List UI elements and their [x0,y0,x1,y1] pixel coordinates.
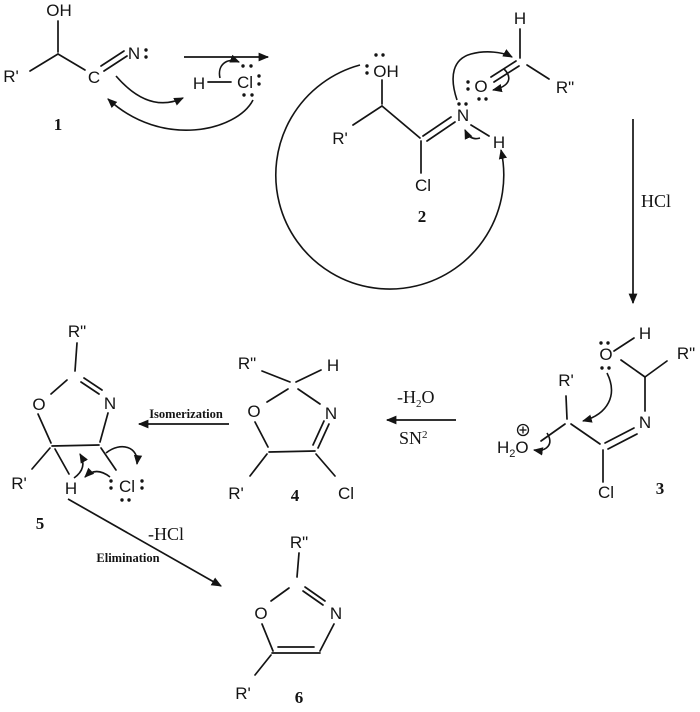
curved-arrow-nitrile-to-h [115,75,184,106]
s5-r-doubleprime-label: R" [68,322,86,341]
structure-4: R" H O N R' Cl 4 [228,354,354,505]
s6-r-doubleprime-label: R" [290,533,308,552]
s3-h-label: H [639,324,651,343]
s2-r-prime-label: R' [332,129,348,148]
aldehyde-o-label: O [474,77,487,96]
sn2-label: SN2 [399,428,428,448]
structure-2-bonds [352,79,490,174]
s2-h-label: H [493,133,505,152]
aldehyde-o-lone-pair-dots [466,80,488,101]
curved-arrow-ch-bond-to-ring [73,453,88,479]
s4-o-label: O [247,402,260,421]
curved-arrow-n-to-carbonyl [452,49,513,101]
s4-r-doubleprime-label: R" [238,354,256,373]
aldehyde: H O R" [466,9,574,101]
s3-h2o-label: H2O [497,438,529,460]
structure-2: OH R' N H Cl 2 [332,53,505,226]
s2-oh-lone-pair-dots [365,53,385,75]
s5-cl-lone-pair-dots [109,479,144,502]
aldehyde-h-label: H [514,9,526,28]
s1-n-label: N [128,44,140,63]
s1-r-prime-label: R' [3,67,19,86]
hcl-h-label: H [193,74,205,93]
s5-cl-label: Cl [119,477,135,496]
structure-3-bonds [540,337,668,483]
reaction-arrow-elimination [67,498,222,587]
s6-n-label: N [330,604,342,623]
aldehyde-bonds [490,28,550,83]
s6-r-prime-label: R' [235,684,251,703]
s4-cl-label: Cl [338,484,354,503]
s1-c-label: C [88,68,100,87]
curved-arrow-hcl-bond-to-cl [218,54,240,79]
s6-o-label: O [254,604,267,623]
structure-4-bonds [249,369,336,477]
s4-h-label: H [327,356,339,375]
s2-n-label: N [457,106,469,125]
hcl-cl-label: Cl [237,73,253,92]
isomerization-label: Isomerization [149,407,223,421]
s5-h-label: H [65,479,77,498]
s2-oh-label: OH [373,62,399,81]
structure-1: OH R' C N 1 [3,1,148,134]
structure-3: H O R" R' N Cl H2O 3 [497,324,695,502]
s5-o-label: O [32,395,45,414]
s3-r-doubleprime-label: R" [677,344,695,363]
s4-n-label: N [325,404,337,423]
s3-n-label: N [639,413,651,432]
s3-oxocarbenium-plus-charge-icon [516,423,530,437]
structure-5-bonds [31,342,117,475]
curved-arrow-co-bond-to-water [532,432,551,456]
curved-arrow-co-pi-to-o [491,68,510,93]
s3-o-lone-pair-dots [599,341,611,370]
elimination-hcl-label: -HCl [148,524,184,544]
hcl-cl-lone-pair-dots [241,64,261,97]
s5-n-label: N [104,394,116,413]
s1-oh-label: OH [46,1,72,20]
curved-arrow-cl-to-h [84,467,111,478]
s3-o-label: O [599,345,612,364]
curved-arrow-ccl-bond-to-cl [105,445,143,466]
s2-n-lone-pair-dots [457,102,468,106]
aldehyde-r-doubleprime-label: R" [556,78,574,97]
elimination-label: Elimination [96,551,159,565]
s4-number: 4 [291,486,300,505]
s6-number: 6 [295,688,304,707]
s3-cl-label: Cl [598,483,614,502]
s5-r-prime-label: R' [11,474,27,493]
hcl-arrow-label: HCl [641,191,671,211]
s1-number: 1 [54,115,63,134]
s5-number: 5 [36,514,45,533]
hcl-reagent: H Cl [193,54,261,97]
curved-arrow-oh-loop-to-nh [274,64,507,290]
s2-cl-label: Cl [415,176,431,195]
curved-arrow-nh-bond-to-n [464,129,481,140]
structure-1-bonds [29,20,128,72]
structure-6-bonds [254,552,335,676]
structure-6: R" O N R' 6 [235,533,342,707]
curved-arrow-chloride-to-carbon [107,98,254,131]
structure-5: R" O N R' H Cl 5 [11,322,144,533]
s3-r-prime-label: R' [558,371,574,390]
s2-number: 2 [418,207,427,226]
s4-r-prime-label: R' [228,484,244,503]
dehydration-label: -H2O [397,387,435,410]
s1-n-lone-pair-dots [144,48,148,59]
curved-arrow-o-to-carbon [581,372,613,423]
s3-number: 3 [656,479,665,498]
